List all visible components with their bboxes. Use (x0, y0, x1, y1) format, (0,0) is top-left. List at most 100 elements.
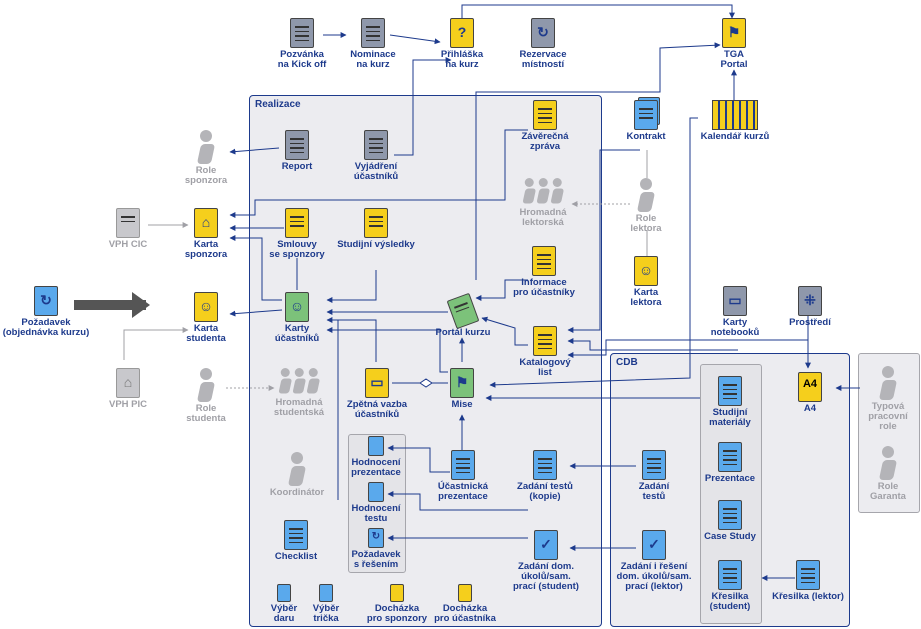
edge-prihlaska-tga (461, 4, 735, 19)
person-icon (195, 368, 217, 402)
node-katalogovy-label: Katalogový list (519, 357, 571, 378)
node-role-studenta[interactable]: Role studenta (176, 368, 236, 424)
node-ucastnicka[interactable]: Účastnická prezentace (430, 447, 496, 502)
contract-icon (285, 205, 311, 238)
node-prostredi[interactable]: ⁜ Prostředí (780, 286, 840, 328)
node-koordinator[interactable]: Koordinátor (264, 452, 330, 498)
node-studijni-vysledky[interactable]: Studijní výsledky (336, 208, 416, 250)
node-checklist[interactable]: Checklist (266, 520, 326, 562)
node-portal-kurzu[interactable]: Portál kurzu (430, 292, 496, 338)
node-role-sponzora[interactable]: Role sponzora (176, 130, 236, 186)
node-dochazka-ucastniky[interactable]: Docházka pro účastníka (430, 584, 500, 624)
node-pozadavek[interactable]: ↻ Požadavek (objednávka kurzu) (0, 286, 92, 338)
node-vyjadreni[interactable]: Vyjádření účastníků (343, 130, 409, 182)
node-karta-lektora[interactable]: ☺ Karta lektora (618, 256, 674, 308)
node-mise-label: Mise (451, 399, 473, 410)
node-nominace[interactable]: Nominace na kurz (343, 18, 403, 70)
node-hodnoceni-prezentace[interactable]: Hodnocení prezentace (348, 436, 404, 478)
node-mise[interactable]: ⚑ Mise (436, 368, 488, 410)
computer-icon: ▭ (723, 286, 747, 316)
node-hodnoceni-testu[interactable]: Hodnocení testu (348, 482, 404, 524)
document-stack-icon (718, 373, 744, 406)
node-role-garanta[interactable]: Role Garanta (862, 446, 914, 502)
node-karty-notebooku-label: Karty notebooků (710, 317, 760, 338)
node-karta-studenta[interactable]: ☺ Karta studenta (176, 292, 236, 344)
node-zadani-dom-lektor[interactable]: ✓ Zadání i řešení dom. úkolů/sam. prací … (614, 530, 694, 592)
person-icon (195, 130, 217, 164)
node-hromadna-studentska[interactable]: Hromadná studentská (264, 368, 334, 418)
node-kresilka-lektor[interactable]: Křesilka (lektor) (766, 557, 850, 602)
node-koordinator-label: Koordinátor (269, 487, 325, 498)
node-tga-label: TGA Portal (720, 49, 748, 70)
roles-box (858, 353, 920, 513)
node-prihlaska[interactable]: ? Přihláška na kurz (432, 18, 492, 70)
node-informace-label: Informace pro účastníky (513, 277, 575, 298)
factory-icon: ⌂ (116, 368, 140, 398)
node-report-label: Report (281, 161, 313, 172)
person-icon (635, 178, 657, 212)
node-case-study-label: Case Study (704, 531, 756, 542)
a4-icon: A4 (798, 372, 822, 402)
node-dochazka-sponzory[interactable]: Docházka pro sponzory (360, 584, 434, 624)
node-vyber-tricka[interactable]: Výběr trička (306, 584, 346, 624)
node-report[interactable]: Report (267, 130, 327, 172)
person-card-icon: ☺ (634, 256, 658, 286)
node-typova[interactable]: Typová pracovní role (862, 366, 914, 432)
node-zpetna[interactable]: ▭ Zpětná vazba účastníků (340, 368, 414, 420)
node-karta-sponzora[interactable]: ⌂ Karta sponzora (176, 208, 236, 260)
speech-icon: ▭ (365, 368, 389, 398)
node-kontrakt[interactable]: Kontrakt (618, 97, 674, 142)
node-role-lektora[interactable]: Role lektora (618, 178, 674, 234)
document-stack-icon (718, 557, 744, 590)
node-checklist-label: Checklist (274, 551, 318, 562)
node-zadani-kopie[interactable]: Zadání testů (kopie) (510, 450, 580, 502)
refresh-document-icon: ↻ (531, 18, 555, 48)
node-karty-ucastniku[interactable]: ☺ Karty účastníků (266, 289, 328, 344)
book-icon (446, 292, 480, 330)
node-smlouvy[interactable]: Smlouvy se sponzory (262, 205, 332, 260)
id-card-icon (116, 208, 140, 238)
node-hodnoceni-prezentace-label: Hodnocení prezentace (351, 457, 401, 478)
node-prezentace-label: Prezentace (704, 473, 756, 484)
node-kresilka-student[interactable]: Křesilka (student) (702, 557, 758, 612)
node-role-sponzora-label: Role sponzora (184, 165, 228, 186)
contract-icon (634, 97, 660, 130)
node-prezentace[interactable]: Prezentace (702, 439, 758, 484)
edge-zpetna-karty (326, 317, 377, 362)
node-pozadavek-resenim[interactable]: ↻ Požadavek s řešením (348, 528, 404, 570)
node-studijni-materialy[interactable]: Studijní materiály (702, 373, 758, 428)
graduate-stack-icon: ☺ (285, 289, 311, 322)
node-zadani-dom-student[interactable]: ✓ Zadání dom. úkolů/sam. prací (student) (506, 530, 586, 592)
node-kalendar[interactable]: Kalendář kurzů (690, 100, 780, 142)
node-informace[interactable]: Informace pro účastníky (504, 246, 584, 298)
realizace-region-label: Realizace (255, 99, 301, 110)
node-rezervace[interactable]: ↻ Rezervace místností (510, 18, 576, 70)
edge-karty-studenta (229, 309, 283, 317)
node-zadani-kopie-label: Zadání testů (kopie) (517, 481, 573, 502)
node-nominace-label: Nominace na kurz (350, 49, 396, 70)
node-vyber-daru[interactable]: Výběr daru (266, 584, 302, 624)
node-case-study[interactable]: Case Study (702, 497, 758, 542)
node-vph-pic[interactable]: ⌂ VPH PIC (100, 368, 156, 410)
node-karty-ucastniku-label: Karty účastníků (274, 323, 320, 344)
node-karty-notebooku[interactable]: ▭ Karty notebooků (700, 286, 770, 338)
group-icon (521, 178, 565, 206)
document-stack-icon (451, 447, 477, 480)
cdb-region-label: CDB (616, 357, 638, 368)
node-a4[interactable]: A4 A4 (790, 372, 830, 414)
node-zaverecna[interactable]: Závěrečná zpráva (512, 100, 578, 152)
node-karta-lektora-label: Karta lektora (630, 287, 662, 308)
node-studijni-vysledky-label: Studijní výsledky (337, 239, 415, 250)
node-tga[interactable]: ⚑ TGA Portal (704, 18, 764, 70)
node-pozvanka[interactable]: Pozvánka na Kick off (272, 18, 332, 70)
node-vyjadreni-label: Vyjádření účastníků (353, 161, 399, 182)
node-katalogovy[interactable]: Katalogový list (512, 326, 578, 378)
document-icon (532, 246, 556, 276)
node-zadani-testu[interactable]: Zadání testů (626, 450, 682, 502)
node-vph-cic[interactable]: VPH CIC (100, 208, 156, 250)
edge-studijni-karty (326, 270, 377, 303)
node-hromadna-lektorska[interactable]: Hromadná lektorská (508, 178, 578, 228)
node-dochazka-sponzory-label: Docházka pro sponzory (366, 603, 428, 624)
node-karta-studenta-label: Karta studenta (186, 323, 226, 344)
checkmark-icon: ✓ (534, 530, 558, 560)
